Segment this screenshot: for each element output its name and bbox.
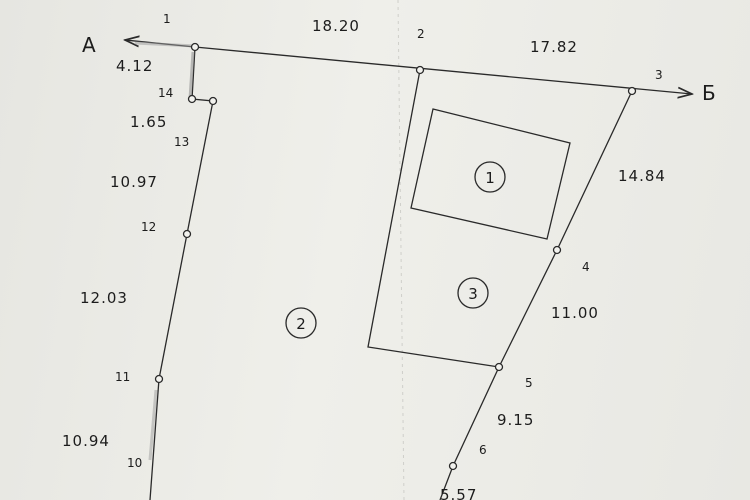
point-13-label: 13 [174, 135, 189, 149]
point-6-label: 6 [479, 443, 487, 457]
parcel-3-number: 3 [468, 285, 478, 303]
neighbour-strip-lower [148, 389, 158, 461]
parcel-1-circle [474, 161, 506, 193]
point-11-label: 11 [115, 370, 130, 384]
paper-fold-line [397, 0, 405, 500]
direction-a-label: А [82, 33, 96, 57]
point-5-marker [494, 362, 504, 372]
parcel-2-number: 2 [296, 315, 306, 333]
distance-11-10-label: 10.94 [62, 432, 110, 450]
boundary-axis-line [194, 46, 692, 94]
point-14-marker [187, 94, 197, 104]
building-outline [410, 108, 571, 240]
point-1-label: 1 [163, 12, 171, 26]
parcel-1-number: 1 [485, 169, 495, 187]
point-12-label: 12 [141, 220, 156, 234]
distance-1-14-label: 4.12 [116, 57, 153, 75]
point-4-marker [552, 245, 562, 255]
neighbour-strip-top [134, 41, 196, 48]
distance-6-7-label: 5.57 [440, 486, 477, 500]
parcel-3-boundary [367, 69, 500, 368]
point-3-label: 3 [655, 68, 663, 82]
point-10-label: 10 [127, 456, 142, 470]
point-13-marker [208, 96, 218, 106]
point-3-marker [627, 86, 637, 96]
parcel-3-circle [457, 277, 489, 309]
distance-5-6-label: 9.15 [497, 411, 534, 429]
left-boundary-line [149, 46, 214, 500]
distance-12-11-label: 12.03 [80, 289, 128, 307]
point-5-label: 5 [525, 376, 533, 390]
point-14-label: 14 [158, 86, 173, 100]
point-6-marker [448, 461, 458, 471]
neighbour-strip-left [188, 51, 195, 100]
point-2-marker [415, 65, 425, 75]
distance-1-2-label: 18.20 [312, 17, 360, 35]
distance-14-13-label: 1.65 [130, 113, 167, 131]
point-1-marker [190, 42, 200, 52]
distance-4-5-label: 11.00 [551, 304, 599, 322]
point-11-marker [154, 374, 164, 384]
point-2-label: 2 [417, 27, 425, 41]
direction-b-label: Б [702, 81, 716, 105]
distance-3-4-label: 14.84 [618, 167, 666, 185]
distance-2-3-label: 17.82 [530, 38, 578, 56]
distance-13-12-label: 10.97 [110, 173, 158, 191]
point-4-label: 4 [582, 260, 590, 274]
parcel-2-circle [285, 307, 317, 339]
point-12-marker [182, 229, 192, 239]
